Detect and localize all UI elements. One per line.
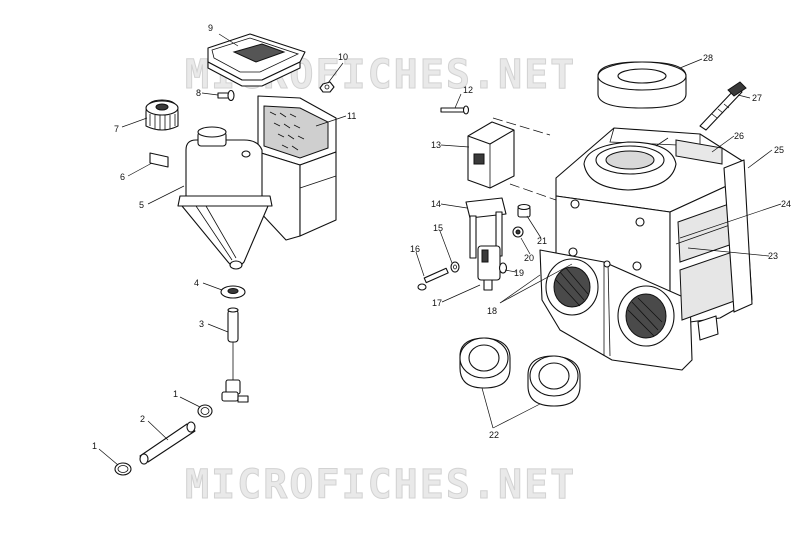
- part-7-cap: [145, 99, 179, 131]
- callout-14: 14: [431, 199, 441, 209]
- part-9-cover: [207, 33, 306, 87]
- callout-18: 18: [487, 306, 497, 316]
- part-1-clamp-lower: [114, 462, 132, 476]
- callout-28: 28: [703, 53, 713, 63]
- part-12-bolt: [440, 105, 470, 115]
- part-5-tank: [177, 126, 273, 270]
- part-3-fitting: [221, 307, 249, 403]
- part-28-foam-ring: [597, 61, 687, 109]
- part-27-strap: [699, 81, 747, 131]
- part-13-cdi-box: [467, 121, 515, 189]
- callout-10: 10: [338, 52, 348, 62]
- callout-labels: 9 10 11 8 7 6 5 4 3 1 2 1 12 13 14 15 16…: [92, 23, 791, 451]
- part-19-clip: [498, 262, 508, 274]
- part-17-coil: [477, 245, 501, 291]
- oil-tank-assembly: [114, 33, 337, 476]
- part-22-boot-left: [459, 337, 511, 389]
- callout-13: 13: [431, 140, 441, 150]
- part-15-washer: [450, 261, 460, 273]
- part-10-nut: [319, 81, 335, 93]
- callout-11: 11: [347, 111, 356, 121]
- part-16-bolt: [417, 267, 449, 291]
- leader-lines: [98, 33, 782, 466]
- callout-4: 4: [194, 278, 199, 288]
- callout-17: 17: [432, 298, 442, 308]
- callout-7: 7: [114, 124, 119, 134]
- part-11-bracket: [257, 95, 337, 241]
- callout-21: 21: [537, 236, 547, 246]
- callout-27: 27: [752, 93, 762, 103]
- part-22-boot-right: [527, 355, 581, 407]
- part-21-mount: [517, 203, 531, 218]
- callout-1-upper: 1: [173, 389, 178, 399]
- callout-26: 26: [734, 131, 744, 141]
- callout-23: 23: [768, 251, 778, 261]
- airbox-assembly: [417, 61, 753, 407]
- callout-20: 20: [524, 253, 534, 263]
- callout-6: 6: [120, 172, 125, 182]
- part-20-nut: [512, 226, 524, 238]
- callout-12: 12: [463, 85, 473, 95]
- callout-5: 5: [139, 200, 144, 210]
- callout-25: 25: [774, 145, 784, 155]
- part-8-screw: [217, 89, 235, 102]
- part-6-decal: [149, 152, 169, 168]
- callout-15: 15: [433, 223, 443, 233]
- callout-16: 16: [410, 244, 420, 254]
- part-1-clamp-upper: [197, 404, 213, 418]
- part-2-hose: [139, 421, 196, 465]
- callout-3: 3: [199, 319, 204, 329]
- part-4-grommet: [220, 285, 246, 299]
- callout-22: 22: [489, 430, 499, 440]
- watermark-bottom: MICROFICHES.NET: [185, 462, 576, 508]
- callout-24: 24: [781, 199, 791, 209]
- callout-1-lower: 1: [92, 441, 97, 451]
- part-25-airbox: [539, 127, 753, 371]
- callout-8: 8: [196, 88, 201, 98]
- callout-19: 19: [514, 268, 524, 278]
- callout-9: 9: [208, 23, 213, 33]
- callout-2: 2: [140, 414, 145, 424]
